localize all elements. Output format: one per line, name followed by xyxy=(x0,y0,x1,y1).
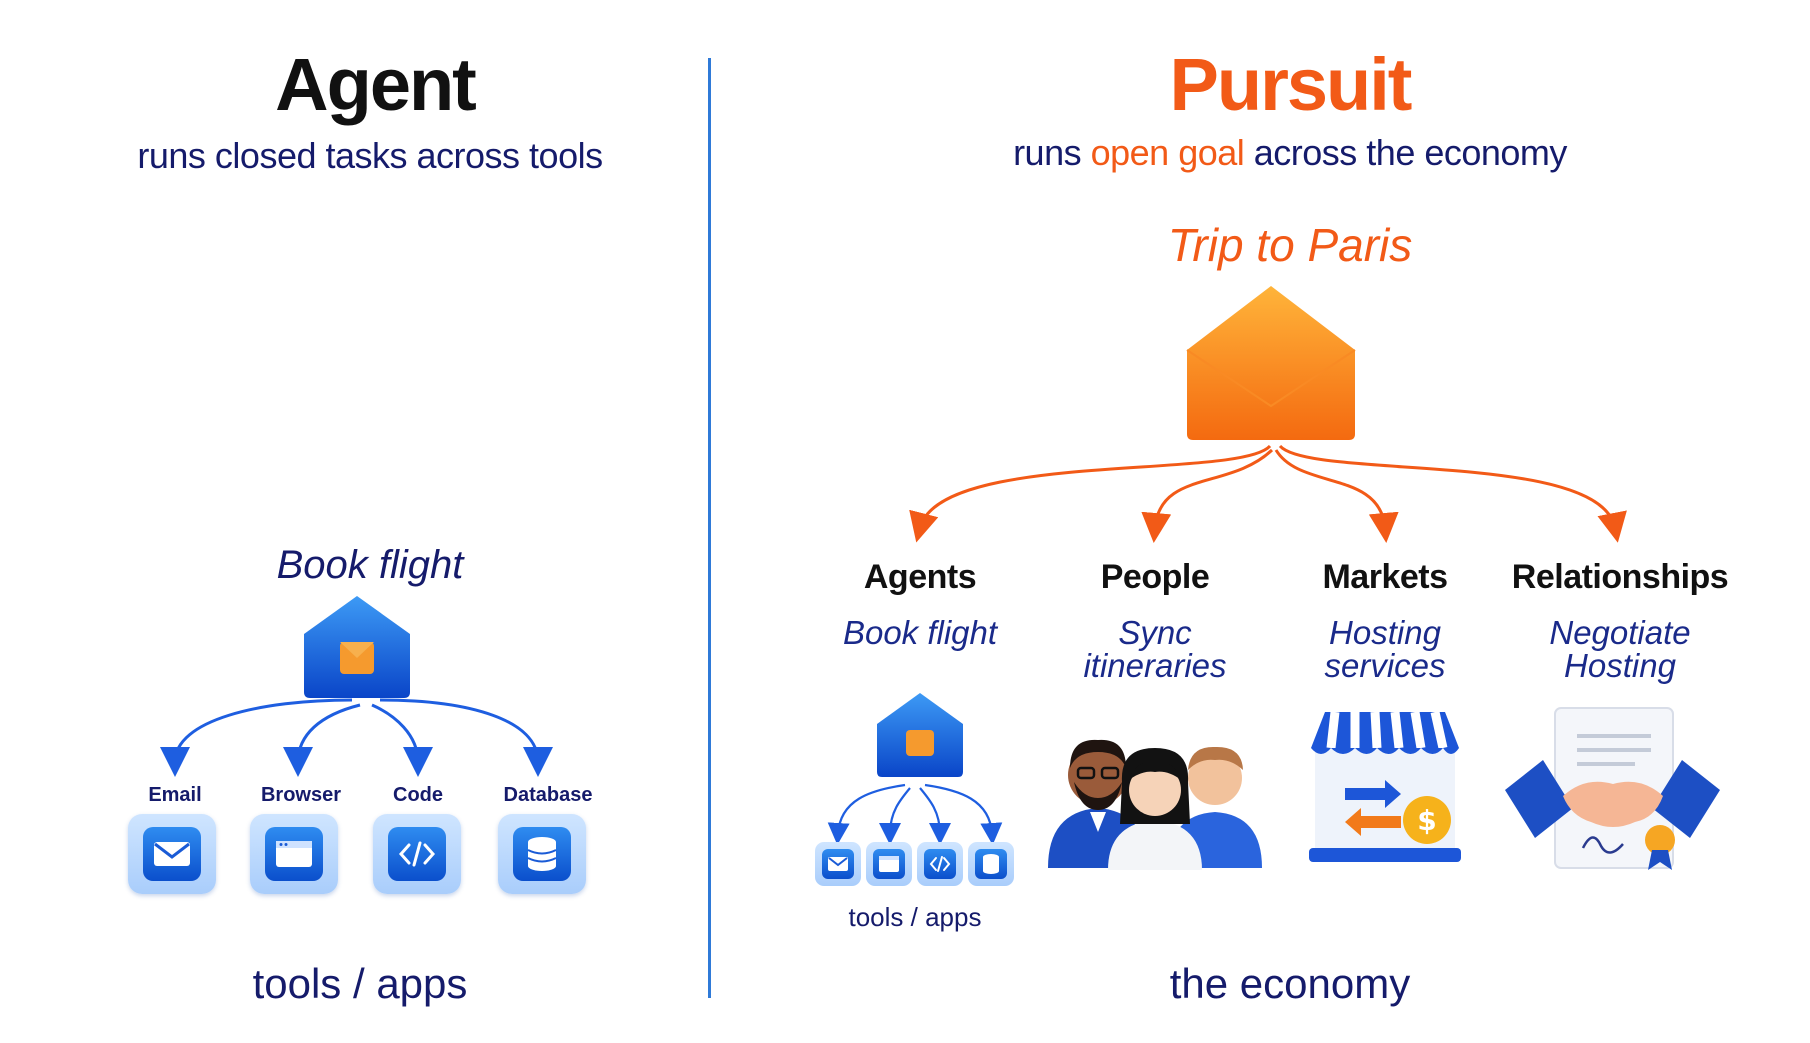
goal-label: Trip to Paris xyxy=(1167,219,1413,271)
agents-mini-tools xyxy=(815,842,1015,892)
pursuit-title: Pursuit xyxy=(1169,43,1413,126)
agent-subtitle: runs closed tasks across tools xyxy=(137,135,603,176)
agent-task-label: Book flight xyxy=(276,543,464,587)
tool-label-code: Code xyxy=(393,784,443,806)
goal-envelope-icon xyxy=(1186,286,1356,440)
subtitle-post: across the economy xyxy=(1244,132,1568,173)
people-subtask-line1: Sync xyxy=(1118,614,1192,651)
subtitle-highlight: open goal xyxy=(1090,132,1245,173)
browser-tool-tile xyxy=(250,814,338,894)
mini-database-tile xyxy=(968,842,1014,886)
category-people: People xyxy=(1100,558,1210,596)
tools-apps-footer: tools / apps xyxy=(252,960,468,1007)
database-tool-tile xyxy=(498,814,586,894)
category-relationships: Relationships xyxy=(1511,558,1729,596)
agents-subtask: Book flight xyxy=(842,614,998,651)
browser-window-icon xyxy=(879,856,899,872)
code-tool-tile xyxy=(373,814,461,894)
agent-envelope-icon xyxy=(304,596,410,698)
mini-code-tile xyxy=(917,842,963,886)
browser-window-icon xyxy=(276,841,312,867)
subtitle-pre: runs xyxy=(1013,132,1091,173)
markets-subtask-line2: services xyxy=(1324,647,1446,684)
email-tool-tile xyxy=(128,814,216,894)
mail-icon xyxy=(828,857,848,871)
panel-divider xyxy=(708,58,711,998)
svg-text:$: $ xyxy=(1417,804,1436,837)
database-icon xyxy=(983,854,999,874)
tool-label-email: Email xyxy=(148,784,202,806)
tools-row: Email Browser Code Database xyxy=(128,784,628,904)
agents-mini-envelope-icon xyxy=(877,693,963,777)
markets-subtask-line1: Hosting xyxy=(1329,614,1441,651)
tool-label-database: Database xyxy=(503,784,593,806)
agent-title: Agent xyxy=(275,43,477,126)
people-group-icon xyxy=(1048,739,1262,870)
storefront-icon: $ xyxy=(1309,711,1461,862)
mail-icon xyxy=(154,842,190,866)
mini-browser-tile xyxy=(866,842,912,886)
handshake-contract-icon xyxy=(1505,707,1720,870)
category-agents: Agents xyxy=(863,558,977,596)
mini-email-tile xyxy=(815,842,861,886)
database-icon xyxy=(527,837,557,871)
people-subtask-line2: itineraries xyxy=(1083,647,1227,684)
code-brackets-icon xyxy=(929,856,951,872)
relationships-subtask-line2: Hosting xyxy=(1564,647,1676,684)
category-markets: Markets xyxy=(1322,558,1448,596)
pursuit-subtitle: runs open goal across the economy xyxy=(930,132,1650,174)
economy-footer: the economy xyxy=(1169,960,1411,1007)
tool-label-browser: Browser xyxy=(260,784,342,806)
code-brackets-icon xyxy=(398,841,436,867)
agents-tools-caption: tools / apps xyxy=(848,902,982,932)
relationships-subtask-line1: Negotiate xyxy=(1549,614,1691,651)
